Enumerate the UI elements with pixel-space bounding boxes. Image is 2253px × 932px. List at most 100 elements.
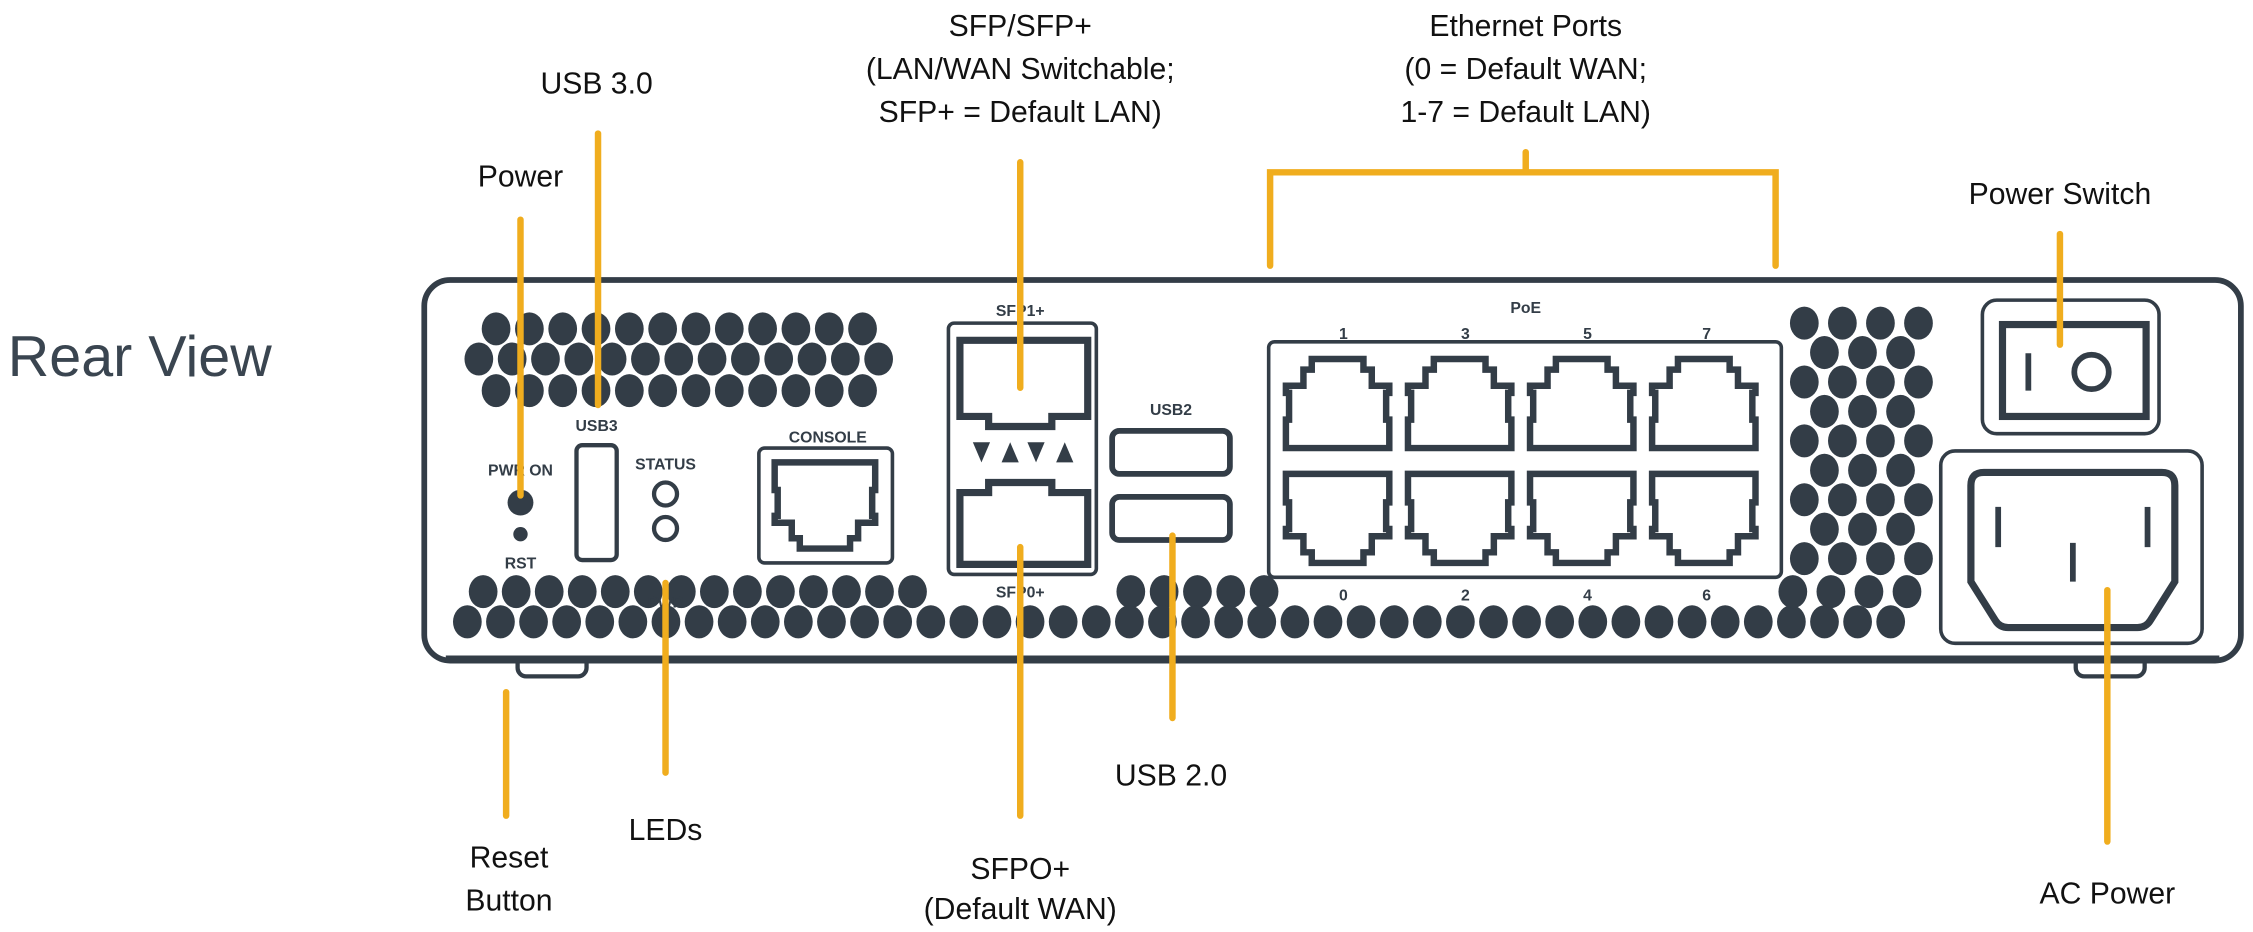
vent-hole	[1848, 394, 1877, 428]
vent-hole	[1710, 605, 1740, 639]
vent-hole	[982, 605, 1012, 639]
vent-hole	[1115, 605, 1144, 639]
vent-hole	[1810, 605, 1839, 639]
vent-hole	[1828, 483, 1857, 517]
vent-hole	[1904, 306, 1933, 340]
vent-hole	[1816, 575, 1846, 609]
vent-hole	[832, 575, 861, 609]
vent-hole	[531, 342, 560, 376]
vent-hole	[1854, 575, 1884, 609]
sfp-callout: SFP+ = Default LAN)	[879, 96, 1162, 129]
vent-hole	[883, 605, 913, 639]
vent-hole	[1848, 453, 1877, 487]
vent-hole	[1644, 605, 1674, 639]
sfp0-port[interactable]	[956, 478, 1092, 568]
vent-hole	[618, 605, 648, 639]
vent-hole	[1892, 575, 1922, 609]
vent-hole	[1313, 605, 1343, 639]
power-switch[interactable]	[1980, 298, 2161, 436]
port-number: 3	[1461, 326, 1470, 343]
vent-hole	[817, 605, 846, 639]
sfp0-callout: (Default WAN)	[924, 893, 1117, 926]
ethernet-port	[1404, 355, 1515, 452]
vent-hole	[699, 575, 729, 609]
vent-hole	[1886, 512, 1915, 546]
vent-hole	[1866, 365, 1895, 399]
vent-hole	[1810, 336, 1839, 370]
vent-hole	[464, 342, 494, 376]
ethernet-port	[1282, 355, 1393, 452]
sfp1-port[interactable]	[956, 336, 1092, 431]
vent-hole	[1789, 542, 1819, 576]
port-number: 2	[1461, 587, 1470, 604]
vent-hole	[717, 605, 747, 639]
vent-hole	[1810, 512, 1839, 546]
usb2-port-top[interactable]	[1109, 427, 1233, 477]
power-callout: Power	[478, 161, 563, 194]
vent-hole	[1116, 575, 1146, 609]
vent-hole	[748, 312, 777, 346]
vent-hole	[548, 312, 578, 346]
vent-hole	[814, 374, 844, 408]
vent-hole	[1886, 453, 1915, 487]
vent-hole	[468, 575, 498, 609]
vent-hole	[1412, 605, 1442, 639]
ethernet-port	[1404, 470, 1515, 567]
port-number: 1	[1339, 326, 1348, 343]
vent-hole	[681, 374, 711, 408]
reset-callout: Button	[465, 884, 552, 917]
reset-callout: Reset	[470, 841, 549, 874]
vent-hole	[1214, 605, 1244, 639]
vent-hole	[1843, 605, 1872, 639]
usb3-label: USB3	[576, 418, 618, 435]
power-button[interactable]	[507, 489, 534, 516]
vent-hole	[1876, 605, 1906, 639]
reset-button[interactable]	[513, 527, 528, 542]
vent-hole	[830, 342, 860, 376]
vent-hole	[631, 342, 660, 376]
vent-hole	[1677, 605, 1707, 639]
vent-hole	[1512, 605, 1541, 639]
vent-hole	[1810, 453, 1839, 487]
ethernet-callout: Ethernet Ports	[1429, 10, 1622, 43]
vent-hole	[898, 575, 927, 609]
poe-label: PoE	[1510, 300, 1541, 317]
ventilation-holes	[452, 306, 1933, 639]
vent-hole	[1048, 605, 1078, 639]
vent-hole	[1866, 483, 1895, 517]
vent-hole	[1081, 605, 1111, 639]
vent-hole	[1346, 605, 1376, 639]
vent-hole	[797, 342, 827, 376]
vent-hole	[452, 605, 482, 639]
usb2-callout: USB 2.0	[1115, 760, 1227, 793]
vent-hole	[1828, 365, 1857, 399]
ethernet-callout: (0 = Default WAN;	[1404, 53, 1647, 86]
console-port[interactable]	[771, 459, 879, 552]
ac-power-inlet[interactable]	[1938, 449, 2204, 646]
vent-hole	[1611, 605, 1641, 639]
leds-callout: LEDs	[629, 814, 703, 847]
vent-hole	[848, 312, 877, 346]
vent-hole	[850, 605, 879, 639]
vent-hole	[552, 605, 582, 639]
vent-hole	[1904, 365, 1933, 399]
vent-hole	[684, 605, 714, 639]
vent-hole	[1249, 575, 1279, 609]
vent-hole	[781, 312, 811, 346]
vent-hole	[714, 312, 744, 346]
sfp-callout: (LAN/WAN Switchable;	[866, 53, 1175, 86]
ethernet-port	[1648, 355, 1759, 452]
vent-hole	[1810, 394, 1839, 428]
ethernet-port	[1526, 355, 1637, 452]
vent-hole	[1789, 365, 1819, 399]
usb3-callout: USB 3.0	[540, 67, 652, 100]
usb3-port[interactable]	[574, 443, 619, 563]
vent-hole	[1866, 424, 1895, 458]
vent-hole	[1789, 483, 1819, 517]
vent-hole	[1848, 336, 1877, 370]
vent-hole	[784, 605, 813, 639]
vent-hole	[1828, 542, 1857, 576]
diagram-title: Rear View	[8, 325, 272, 389]
vent-hole	[486, 605, 515, 639]
